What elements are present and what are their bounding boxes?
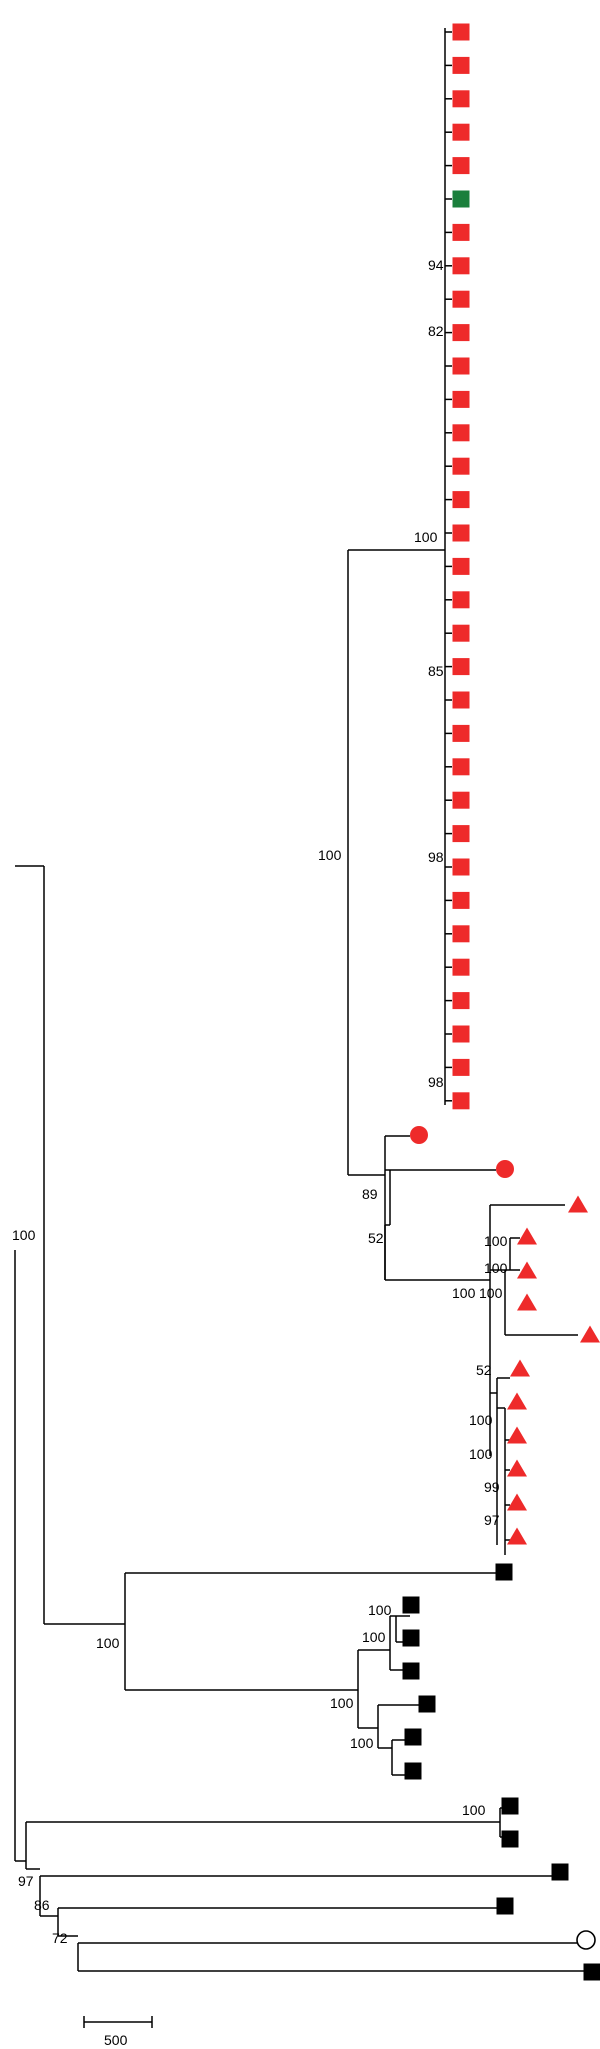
square-icon [452, 157, 470, 175]
support-tri-100f: 100 [469, 1446, 493, 1462]
square-icon [418, 1695, 436, 1713]
support-red-clade-stem: 100 [318, 847, 342, 863]
square-icon [452, 223, 470, 241]
scale-bar-label: 500 [104, 2032, 128, 2048]
square-icon [495, 1563, 513, 1581]
support-black-pair-bottom: 100 [462, 1802, 486, 1818]
square-icon [452, 724, 470, 742]
support-98b: 98 [428, 1074, 444, 1090]
square-icon [452, 591, 470, 609]
support-tri-100c: 100 [452, 1285, 476, 1301]
square-icon [452, 624, 470, 642]
support-black-pair-b: 100 [362, 1629, 386, 1645]
square-icon [452, 324, 470, 342]
square-icon [402, 1662, 420, 1680]
support-tri-97: 97 [484, 1512, 500, 1528]
support-tri-100e: 100 [469, 1412, 493, 1428]
support-86: 86 [34, 1897, 50, 1913]
square-icon [496, 1897, 514, 1915]
square-icon [452, 691, 470, 709]
square-icon [452, 457, 470, 475]
square-icon [452, 925, 470, 943]
support-89: 89 [362, 1186, 378, 1202]
square-icon [452, 491, 470, 509]
triangle-icon [507, 1459, 527, 1477]
triangle-icon [507, 1527, 527, 1545]
square-icon [452, 524, 470, 542]
support-square-clade: 100 [414, 529, 438, 545]
square-icon [452, 825, 470, 843]
square-icon [452, 390, 470, 408]
support-72: 72 [52, 1930, 68, 1946]
triangle-icon [517, 1293, 537, 1311]
support-97: 97 [18, 1873, 34, 1889]
square-icon [452, 190, 470, 208]
circle-icon [410, 1126, 428, 1144]
triangle-icon [568, 1195, 588, 1213]
square-icon [452, 23, 470, 41]
square-icon [583, 1963, 600, 1981]
support-tri-99: 99 [484, 1479, 500, 1495]
triangle-icon [507, 1493, 527, 1511]
square-icon [452, 424, 470, 442]
square-icon [452, 90, 470, 108]
triangle-icon [580, 1325, 600, 1343]
square-icon [452, 791, 470, 809]
square-icon [452, 257, 470, 275]
square-icon [404, 1728, 422, 1746]
triangle-icon [507, 1392, 527, 1410]
square-icon [402, 1596, 420, 1614]
scale-bar: 500 [83, 2016, 153, 2048]
support-black-pair-c: 100 [350, 1735, 374, 1751]
tree-branches [14, 28, 592, 1972]
square-icon [452, 557, 470, 575]
square-icon [452, 123, 470, 141]
square-icon [452, 290, 470, 308]
support-black-pair-a: 100 [368, 1602, 392, 1618]
tree-tips [402, 23, 600, 1981]
support-root: 100 [12, 1227, 36, 1243]
support-94: 94 [428, 257, 444, 273]
square-icon [404, 1762, 422, 1780]
support-black-clade-inner: 100 [330, 1695, 354, 1711]
support-tri-100d: 100 [479, 1285, 503, 1301]
square-icon [452, 891, 470, 909]
square-icon [501, 1797, 519, 1815]
circle-icon [496, 1160, 514, 1178]
square-icon [452, 1092, 470, 1110]
triangle-icon [517, 1227, 537, 1245]
square-icon [452, 858, 470, 876]
square-icon [452, 1025, 470, 1043]
open-circle-icon [576, 1930, 596, 1950]
support-tri-100b: 100 [484, 1260, 508, 1276]
support-82: 82 [428, 323, 444, 339]
support-tri-52: 52 [476, 1362, 492, 1378]
support-85: 85 [428, 663, 444, 679]
square-icon [402, 1629, 420, 1647]
square-icon [551, 1863, 569, 1881]
support-98a: 98 [428, 849, 444, 865]
support-tri-100a: 100 [484, 1233, 508, 1249]
square-icon [452, 958, 470, 976]
square-icon [452, 1058, 470, 1076]
square-icon [452, 758, 470, 776]
triangle-icon [517, 1261, 537, 1279]
square-icon [452, 658, 470, 676]
square-icon [501, 1830, 519, 1848]
square-icon [452, 56, 470, 74]
support-labels: 100 97 86 72 100 100 100 100 100 100 100… [12, 257, 508, 1946]
support-black-clade-stem: 100 [96, 1635, 120, 1651]
triangle-icon [510, 1359, 530, 1377]
support-52: 52 [368, 1230, 384, 1246]
triangle-icon [507, 1426, 527, 1444]
square-icon [452, 992, 470, 1010]
square-icon [452, 357, 470, 375]
